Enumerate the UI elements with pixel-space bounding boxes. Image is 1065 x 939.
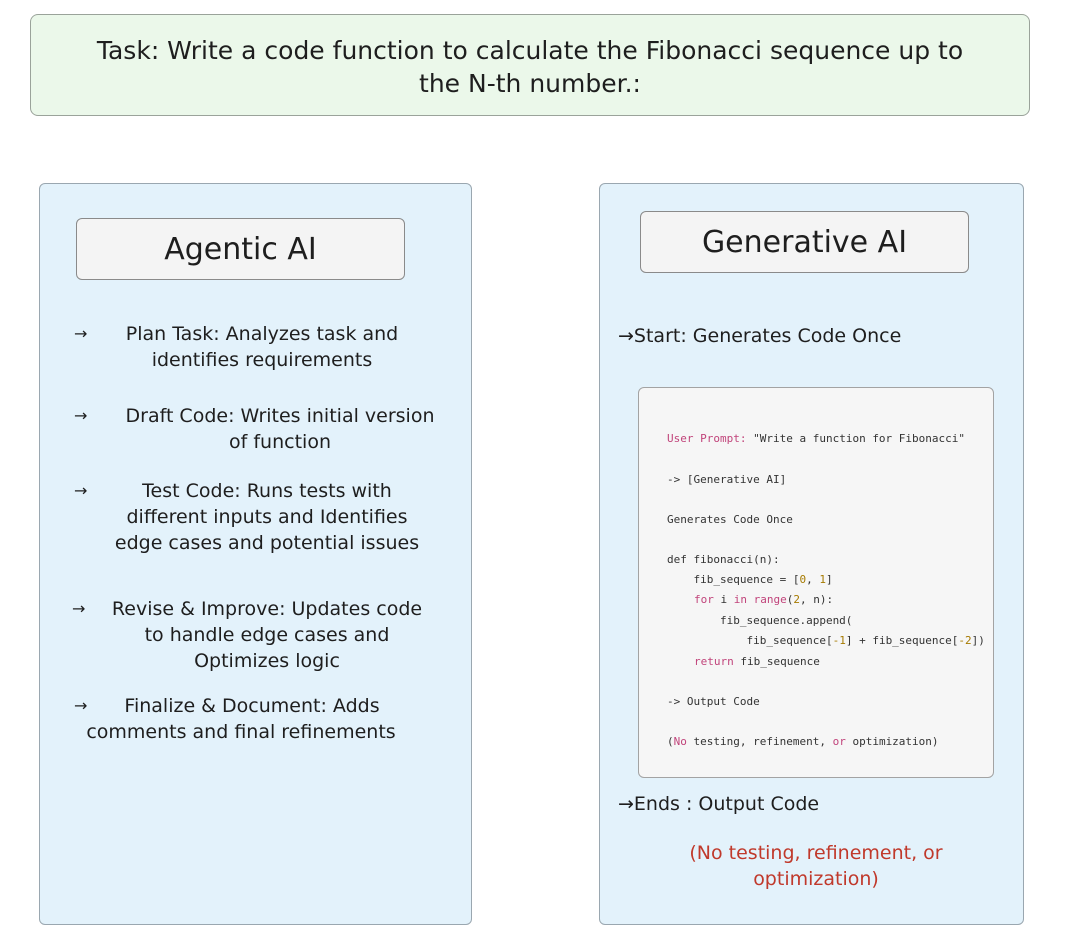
generative-title: Generative AI [640,211,969,273]
arrow-icon: → [618,793,634,815]
agentic-title: Agentic AI [76,218,405,280]
agentic-step-finalize: → Finalize & Document: Adds comments and… [74,695,396,743]
generative-start: →Start: Generates Code Once [618,325,902,347]
code-arrow-output: -> Output Code [667,695,760,708]
task-box: Task: Write a code function to calculate… [30,14,1030,116]
generative-limitation-note: (No testing, refinement, or optimization… [689,842,943,890]
code-return-line: return fib_sequence [694,655,820,668]
arrow-icon: → [74,696,88,715]
generative-panel: Generative AI →Start: Generates Code Onc… [599,183,1024,925]
code-generates-line: Generates Code Once [667,513,793,526]
agentic-panel: Agentic AI → Plan Task: Analyzes task an… [39,183,472,925]
task-line-1: Task: Write a code function to calculate… [96,36,964,65]
agentic-step-draft: → Draft Code: Writes initial version of … [74,405,435,453]
arrow-icon: → [618,325,634,347]
arrow-icon: → [72,599,86,618]
code-for-line: for i in range(2, n): [694,593,834,606]
code-sum-line: fib_sequence[-1] + fib_sequence[-2]) [667,634,985,647]
code-prompt-line: User Prompt: "Write a function for Fibon… [667,432,966,445]
task-line-2: the N-th number.: [419,69,641,98]
agentic-step-test: → Test Code: Runs tests with different i… [74,480,420,554]
code-arrow-generative: -> [Generative AI] [667,473,787,486]
code-def-line: def fibonacci(n): [667,553,780,566]
agentic-step-revise: → Revise & Improve: Updates code to hand… [72,598,423,672]
code-append-line: fib_sequence.append( [667,614,853,627]
agentic-step-plan: → Plan Task: Analyzes task and identifie… [74,323,399,371]
arrow-icon: → [74,481,88,500]
code-block: User Prompt: "Write a function for Fibon… [638,387,994,778]
code-seq-line: fib_sequence = [0, 1] [667,573,833,586]
arrow-icon: → [74,324,88,343]
code-note-line: (No testing, refinement, or optimization… [667,735,939,748]
generative-ends: →Ends : Output Code [618,793,820,815]
arrow-icon: → [74,406,88,425]
